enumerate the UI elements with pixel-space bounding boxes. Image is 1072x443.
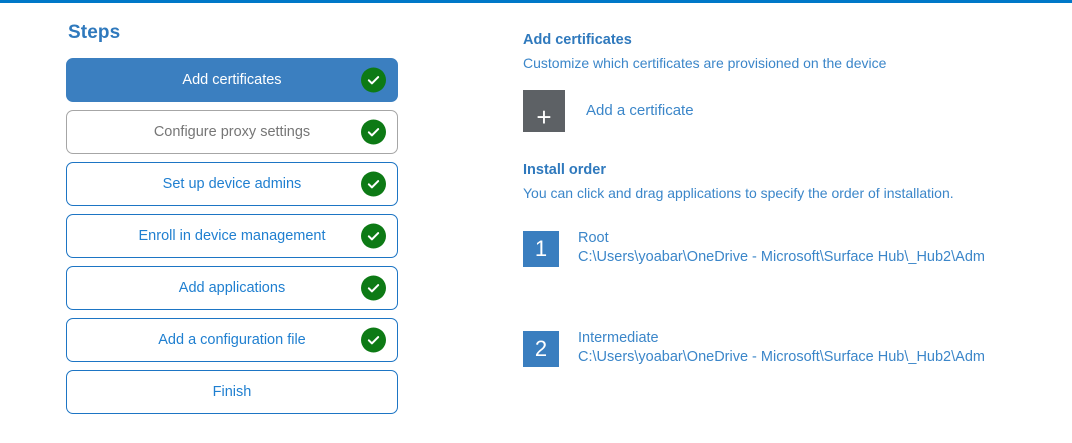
add-certificate-button[interactable]: + (523, 90, 565, 132)
install-order-number: 2 (523, 331, 559, 367)
step-button-3[interactable]: Enroll in device management (66, 214, 398, 258)
plus-icon: + (536, 102, 552, 132)
top-accent-rule (0, 0, 1072, 3)
step-label: Finish (212, 384, 252, 400)
step-label: Add a configuration file (158, 332, 306, 348)
check-icon (361, 67, 386, 93)
add-certificates-subtitle: Customize which certificates are provisi… (523, 55, 887, 71)
check-icon (361, 275, 386, 301)
step-label: Add certificates (182, 72, 282, 88)
check-icon (361, 327, 386, 353)
add-certificate-row: + Add a certificate (523, 90, 1043, 132)
check-icon (361, 223, 386, 249)
add-certificates-heading: Add certificates (523, 32, 632, 48)
step-button-2[interactable]: Set up device admins (66, 162, 398, 206)
add-certificates-section: Add certificates Customize which certifi… (523, 31, 1043, 132)
install-order-subtitle: You can click and drag applications to s… (523, 185, 954, 201)
step-button-4[interactable]: Add applications (66, 266, 398, 310)
install-order-path: C:\Users\yoabar\OneDrive - Microsoft\Sur… (578, 249, 985, 265)
step-label: Set up device admins (162, 176, 302, 192)
install-order-path: C:\Users\yoabar\OneDrive - Microsoft\Sur… (578, 349, 985, 365)
step-button-6[interactable]: Finish (66, 370, 398, 414)
step-button-0[interactable]: Add certificates (66, 58, 398, 102)
step-button-5[interactable]: Add a configuration file (66, 318, 398, 362)
step-label: Add applications (178, 280, 286, 296)
add-certificate-label[interactable]: Add a certificate (586, 102, 694, 119)
install-order-name: Intermediate (578, 330, 659, 346)
check-icon (361, 171, 386, 197)
step-button-1[interactable]: Configure proxy settings (66, 110, 398, 154)
step-label: Configure proxy settings (153, 124, 311, 140)
install-order-number: 1 (523, 231, 559, 267)
detail-panel: Add certificates Customize which certifi… (523, 31, 1043, 429)
page-title: Steps (68, 22, 121, 43)
install-order-name: Root (578, 230, 609, 246)
check-icon (361, 119, 386, 145)
install-order-heading: Install order (523, 162, 606, 178)
install-order-section: Install order You can click and drag app… (523, 161, 1043, 367)
step-label: Enroll in device management (138, 228, 326, 244)
